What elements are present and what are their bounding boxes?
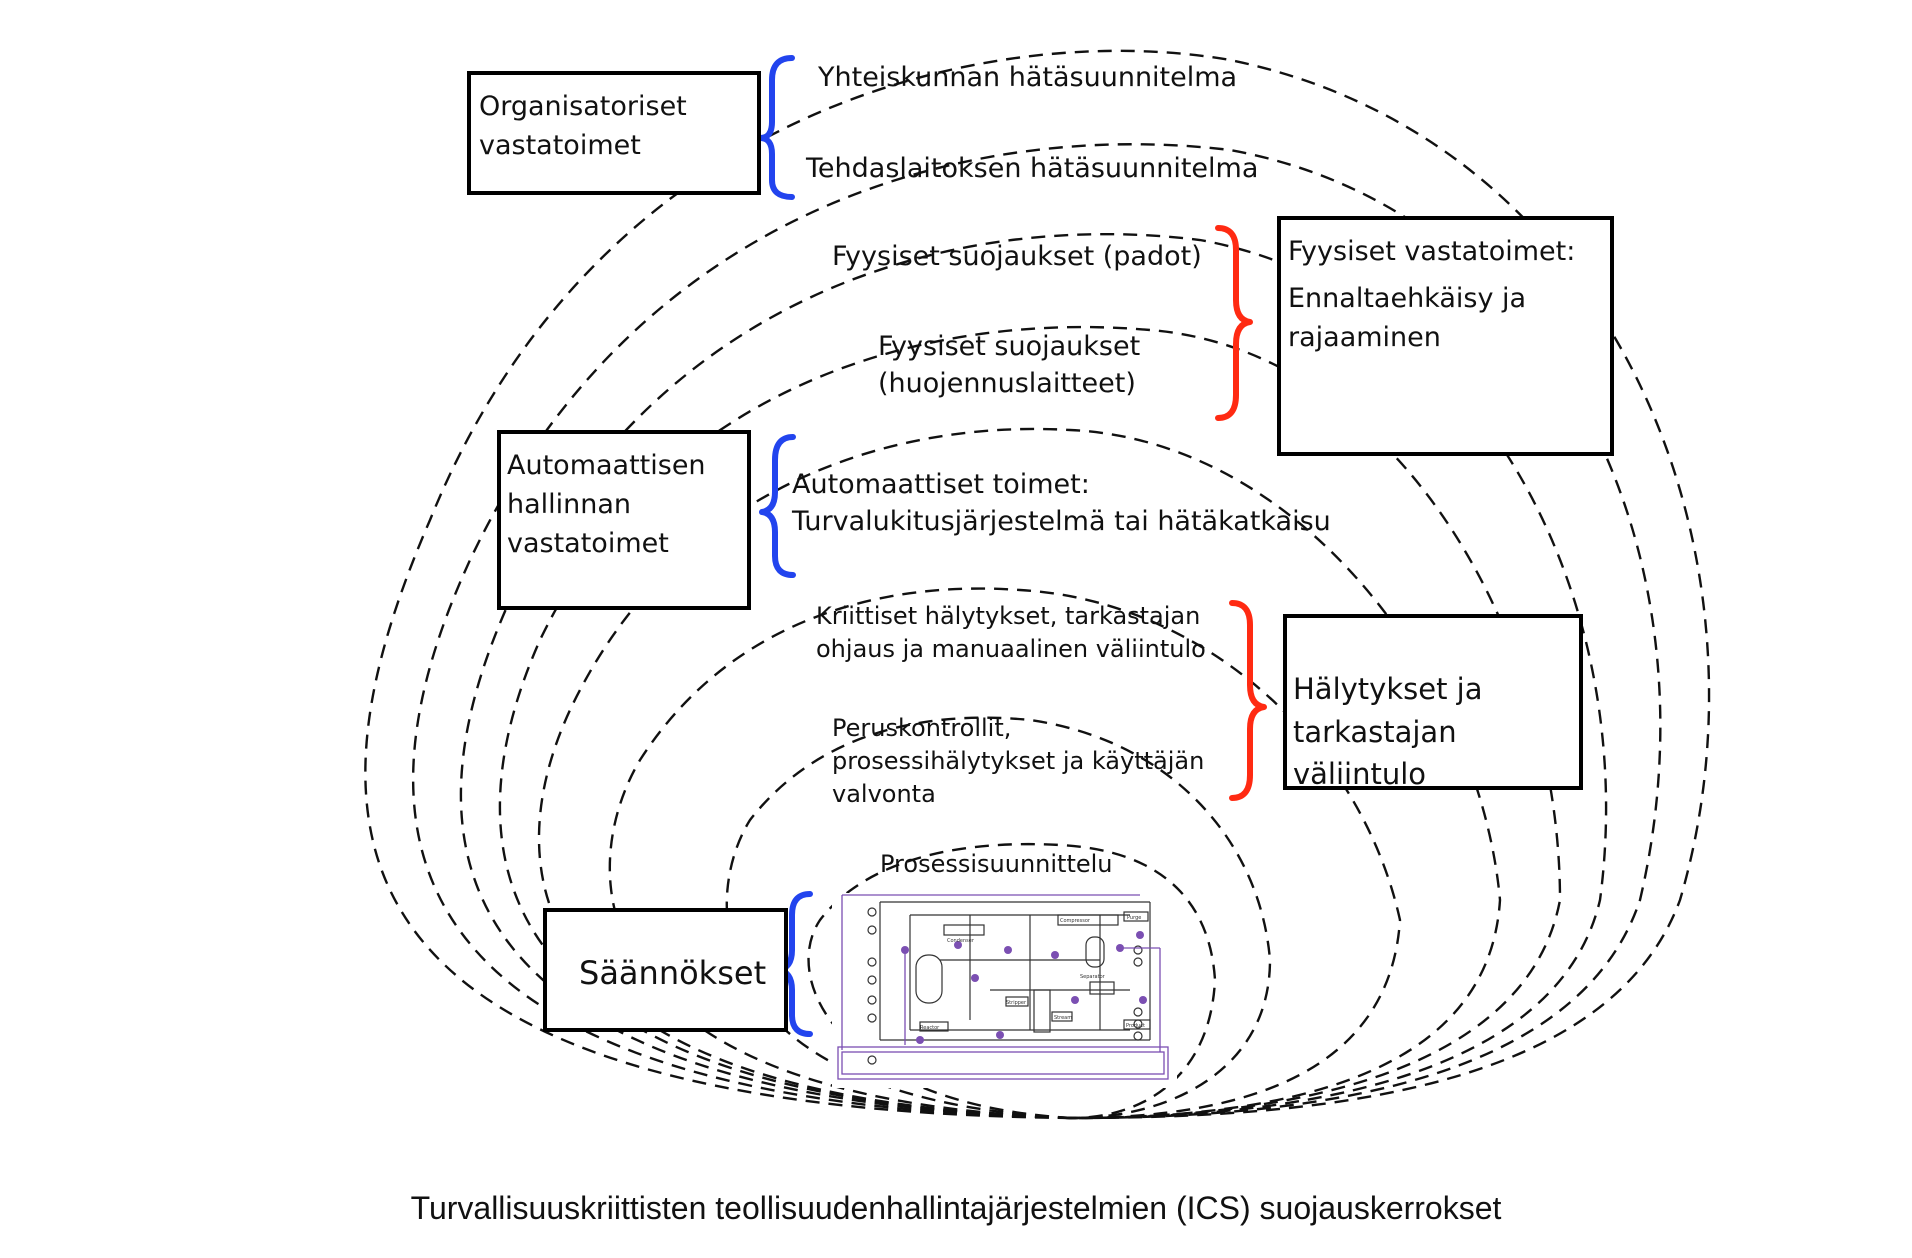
pid-label-compressor: Compressor <box>1060 918 1091 924</box>
box-regulations: Säännökset <box>543 908 788 1032</box>
label-dams: Fyysiset suojaukset (padot) <box>832 241 1202 272</box>
box-alarm-line-2: tarkastajan <box>1293 714 1457 749</box>
pid-label-purge: Purge <box>1127 915 1141 921</box>
label-plant-emergency-plan: Tehdaslaitoksen hätäsuunnitelma <box>806 153 1259 184</box>
label-automatic-line-1: Automaattiset toimet: <box>792 469 1090 500</box>
pid-label-separator: Separator <box>1080 974 1106 980</box>
figure-caption: Turvallisuuskriittisten teollisuudenhall… <box>410 1190 1502 1226</box>
ring-1-society <box>364 49 1711 1120</box>
pid-label-reactor: Reactor <box>920 1025 940 1031</box>
red-brace-alarms <box>1229 600 1267 801</box>
label-process-design: Prosessisuunnittelu <box>880 850 1113 878</box>
box-organisational-response: Organisatoriset vastatoimet <box>467 71 761 195</box>
label-critical-alarms: Kriittiset hälytykset, tarkastajan ohjau… <box>816 600 1206 666</box>
box-alarm-line-1: Hälytykset ja <box>1293 672 1483 706</box>
label-critical-line-2: ohjaus ja manuaalinen väliintulo <box>816 635 1206 664</box>
box-automatic-control-response: Automaattisen hallinnan vastatoimet <box>497 430 751 610</box>
box-phys-line-1: Fyysiset vastatoimet: <box>1288 236 1576 267</box>
ring-4-relief <box>498 325 1562 1120</box>
ring-2-plant <box>411 143 1662 1120</box>
label-automatic-actions: Automaattiset toimet: Turvalukitusjärjes… <box>792 466 1331 541</box>
reactor-vessel <box>915 954 943 1004</box>
box-alarms-inspector: Hälytykset ja tarkastajan väliintulo <box>1283 614 1583 791</box>
ring-3-dams <box>459 232 1608 1120</box>
label-automatic-line-2: Turvalukitusjärjestelmä tai hätäkatkaisu <box>792 506 1331 538</box>
stripper-column <box>1033 989 1051 1033</box>
label-relief-line-1: Fyysiset suojaukset <box>878 331 1141 362</box>
box-auto-line-1: Automaattisen <box>507 450 706 481</box>
box-phys-line-3: rajaaminen <box>1288 322 1441 354</box>
label-basic-line-3: valvonta <box>832 780 936 809</box>
process-schematic: Condenser Compressor Separator Reactor S… <box>832 893 1177 1088</box>
label-society-emergency-plan: Yhteiskunnan hätäsuunnitelma <box>818 62 1238 93</box>
red-brace-physical <box>1215 225 1253 421</box>
label-relief-line-2: (huojennuslaitteet) <box>878 368 1136 400</box>
label-basic-controls: Peruskontrollit, prosessihälytykset ja k… <box>832 712 1204 811</box>
box-physical-response: Fyysiset vastatoimet: Ennaltaehkäisy ja … <box>1277 216 1614 456</box>
label-basic-line-1: Peruskontrollit, <box>832 714 1012 742</box>
box-org-line-1: Organisatoriset <box>479 91 687 122</box>
label-critical-line-1: Kriittiset hälytykset, tarkastajan <box>816 602 1201 630</box>
blue-brace-automatic <box>759 434 796 578</box>
box-auto-line-2: hallinnan <box>507 489 632 521</box>
pid-label-condenser: Condenser <box>947 938 975 944</box>
box-phys-line-2: Ennaltaehkäisy ja <box>1288 283 1527 315</box>
label-relief-devices: Fyysiset suojaukset (huojennuslaitteet) <box>878 328 1140 403</box>
box-auto-line-3: vastatoimet <box>507 528 669 560</box>
box-regulations-label: Säännökset <box>579 954 767 992</box>
separator-vessel <box>1085 936 1105 968</box>
pid-label-product: Product <box>1126 1023 1145 1029</box>
pid-label-stream: Stream <box>1054 1015 1072 1021</box>
pid-label-stripper: Stripper <box>1006 1000 1027 1006</box>
label-basic-line-2: prosessihälytykset ja käyttäjän <box>832 747 1205 776</box>
box-org-line-2: vastatoimet <box>479 130 641 162</box>
box-alarm-line-3: väliintulo <box>1293 757 1427 792</box>
blue-brace-organisational <box>757 55 795 200</box>
